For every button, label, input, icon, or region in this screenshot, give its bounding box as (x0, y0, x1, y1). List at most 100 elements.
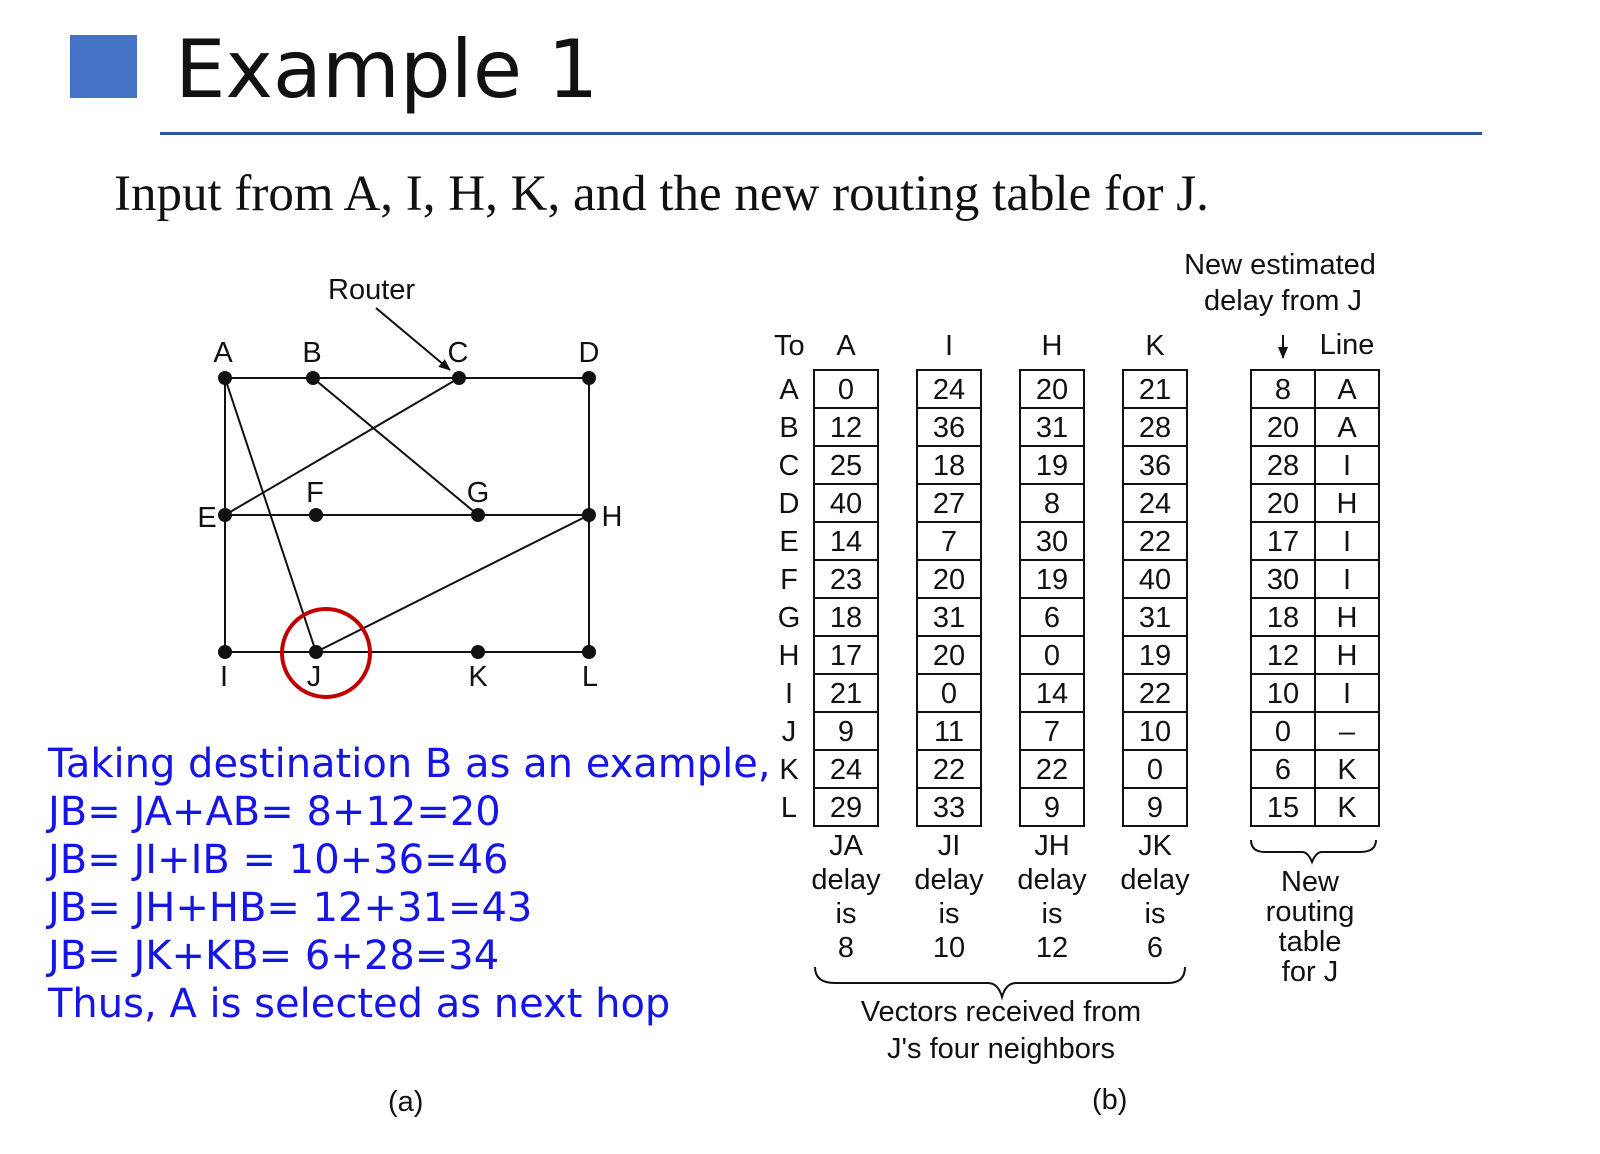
node-label-g: G (467, 477, 490, 509)
slide-subtitle: Input from A, I, H, K, and the new routi… (114, 166, 1209, 222)
explanation-line: JB= JH+HB= 12+31=43 (48, 885, 533, 931)
cell-value: 31 (1139, 602, 1171, 634)
router-node-e (218, 508, 232, 522)
cell-value: 19 (1139, 640, 1171, 672)
destination-label-l: L (781, 792, 797, 824)
title-bullet-square (70, 35, 137, 98)
cell-value: 11 (934, 716, 964, 748)
cell-value: 19 (1036, 450, 1068, 482)
router-label: Router (328, 274, 415, 306)
destination-label-c: C (779, 450, 800, 482)
link-j-h (315, 514, 590, 653)
vectors-caption-line-2: J's four neighbors (887, 1033, 1115, 1065)
cell-value: 29 (830, 792, 862, 824)
cell-value: 36 (933, 412, 965, 444)
node-label-f: F (306, 477, 324, 509)
cell-value: 24 (933, 374, 965, 406)
table-cell (1019, 787, 1085, 827)
cell-value: 0 (838, 374, 854, 406)
delay-caption-h: is (1042, 898, 1063, 930)
cell-value: 6 (1044, 602, 1060, 634)
table-cell (916, 787, 982, 827)
destination-label-f: F (780, 564, 798, 596)
destination-label-k: K (779, 754, 799, 786)
delay-caption-k: JK (1138, 830, 1173, 862)
estimate-label-line-2: delay from J (1204, 285, 1362, 317)
delay-caption-k: 6 (1147, 932, 1163, 964)
line-header: Line (1320, 329, 1375, 361)
new-line-value: A (1337, 374, 1357, 406)
router-node-h (582, 508, 596, 522)
cell-value: 0 (941, 678, 957, 710)
cell-value: 21 (830, 678, 862, 710)
new-delay-value: 15 (1267, 792, 1299, 824)
new-delay-value: 18 (1267, 602, 1299, 634)
cell-value: 19 (1036, 564, 1068, 596)
delay-caption-a: JA (829, 830, 864, 862)
new-line-value: I (1343, 564, 1351, 596)
new-delay-value: 17 (1267, 526, 1299, 558)
delay-caption-i: 10 (933, 932, 965, 964)
explanation-text: Taking destination B as an example, JB= J… (48, 740, 771, 1028)
explanation-line: Thus, A is selected as next hop (48, 981, 671, 1027)
delay-caption-i: is (939, 898, 960, 930)
cell-value: 22 (1139, 678, 1171, 710)
router-node-d (582, 371, 596, 385)
node-label-a: A (213, 337, 233, 369)
destination-label-d: D (779, 488, 800, 520)
cell-value: 40 (830, 488, 862, 520)
cell-value: 27 (933, 488, 965, 520)
estimate-label-line-1: New estimated (1184, 249, 1376, 281)
new-delay-value: 6 (1275, 754, 1291, 786)
explanation-line: Taking destination B as an example, (48, 741, 771, 787)
destination-label-b: B (779, 412, 798, 444)
cell-value: 8 (1044, 488, 1060, 520)
slide-title: Example 1 (175, 23, 599, 116)
new-table-caption-line: routing (1266, 896, 1355, 928)
cell-value: 17 (830, 640, 862, 672)
new-line-value: I (1343, 450, 1351, 482)
router-node-c (452, 371, 466, 385)
new-line-value: H (1337, 640, 1358, 672)
new-line-cell (1314, 787, 1380, 827)
delay-caption-a: is (836, 898, 857, 930)
new-line-value: H (1337, 602, 1358, 634)
new-line-value: H (1337, 488, 1358, 520)
new-line-value: A (1337, 412, 1357, 444)
router-node-g (471, 508, 485, 522)
cell-value: 20 (933, 564, 965, 596)
cell-value: 24 (830, 754, 862, 786)
node-label-k: K (468, 661, 488, 693)
cell-value: 9 (1147, 792, 1163, 824)
vectors-caption-line-1: Vectors received from (861, 996, 1141, 1028)
router-node-f (309, 508, 323, 522)
new-line-value: K (1337, 792, 1357, 824)
new-table-caption-line: for J (1282, 956, 1338, 988)
node-label-i: I (220, 661, 228, 693)
new-delay-value: 20 (1267, 488, 1299, 520)
new-line-value: I (1343, 678, 1351, 710)
new-delay-value: 30 (1267, 564, 1299, 596)
router-node-b (306, 371, 320, 385)
cell-value: 9 (1044, 792, 1060, 824)
cell-value: 28 (1139, 412, 1171, 444)
explanation-line: JB= JK+KB= 6+28=34 (48, 933, 500, 979)
neighbor-header-a: A (836, 330, 856, 362)
new-delay-value: 12 (1267, 640, 1299, 672)
router-pointer-arrow (375, 307, 451, 371)
to-header: To (774, 330, 805, 362)
cell-value: 7 (941, 526, 957, 558)
cell-value: 22 (933, 754, 965, 786)
delay-caption-a: 8 (838, 932, 854, 964)
cell-value: 30 (1036, 526, 1068, 558)
node-label-d: D (579, 337, 600, 369)
router-node-i (218, 645, 232, 659)
new-delay-value: 20 (1267, 412, 1299, 444)
cell-value: 14 (830, 526, 862, 558)
cell-value: 21 (1139, 374, 1171, 406)
